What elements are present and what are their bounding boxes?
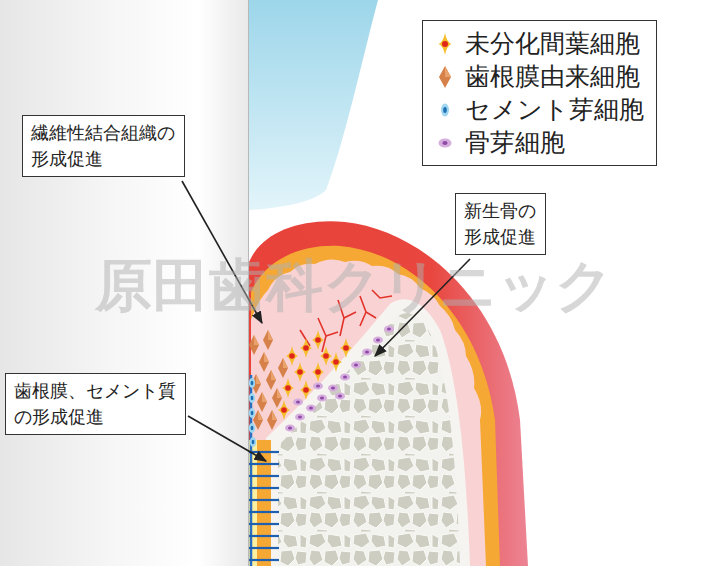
callout-box: 新生骨の形成促進 — [455, 193, 546, 255]
legend-text: セメント芽細胞 — [465, 93, 644, 126]
cementum-layer — [249, 375, 279, 566]
mesenchymal-cells — [278, 330, 352, 420]
legend-icon — [433, 97, 457, 123]
callout-box: 歯根膜、セメント質の形成促進 — [5, 373, 186, 435]
legend-icon — [433, 64, 457, 90]
callout-box: 繊維性結合組織の形成促進 — [22, 115, 185, 177]
callout-text: 繊維性結合組織の形成促進 — [31, 120, 176, 172]
legend-item: 未分化間葉細胞 — [433, 27, 644, 60]
leader-arrows — [182, 181, 470, 461]
watermark: 原田歯科クリニック — [95, 248, 613, 325]
legend-icon — [433, 130, 457, 156]
pdl-derived-cells — [249, 330, 288, 430]
legend-item: 骨芽細胞 — [433, 126, 644, 159]
crown-enamel — [249, 0, 378, 210]
callout-text: 歯根膜、セメント質の形成促進 — [14, 378, 177, 430]
legend-item: セメント芽細胞 — [433, 93, 644, 126]
callout-text: 新生骨の形成促進 — [464, 198, 537, 250]
osteoblasts — [285, 325, 394, 431]
legend-box: 未分化間葉細胞歯根膜由来細胞セメント芽細胞骨芽細胞 — [422, 20, 657, 166]
legend-text: 未分化間葉細胞 — [465, 27, 640, 60]
cementoblasts — [249, 378, 256, 447]
leader-line — [188, 416, 266, 461]
legend-item: 歯根膜由来細胞 — [433, 60, 644, 93]
new-bone-zone — [266, 299, 470, 566]
alveolar-bone — [278, 313, 460, 566]
legend-text: 歯根膜由来細胞 — [465, 60, 640, 93]
legend-icon — [433, 31, 457, 57]
legend-text: 骨芽細胞 — [465, 126, 565, 159]
